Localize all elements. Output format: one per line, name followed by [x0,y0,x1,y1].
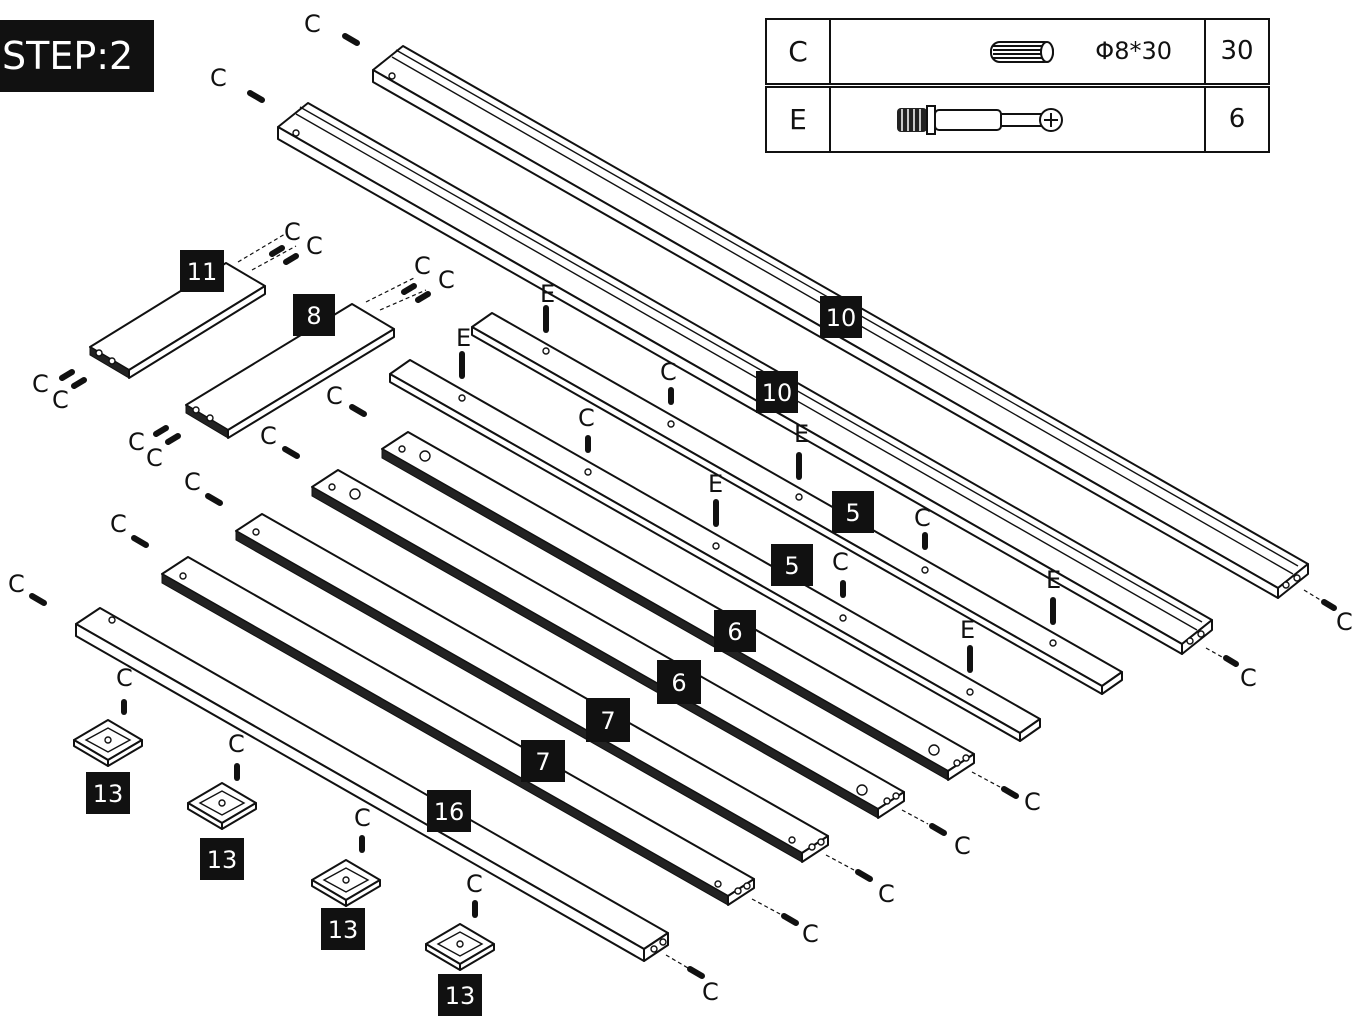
slat-part-7-upper [235,513,873,882]
dowel-c [29,387,929,622]
part-number-label: 13 [93,780,124,808]
dowel-callout-label: C [32,370,49,398]
cam-bolt-e [458,305,1057,696]
dowel-callout-label: C [110,510,127,538]
rail-part-10-lower [277,102,1239,667]
part-number-tag: 6 [714,610,756,652]
part-number-tag: 13 [86,772,130,814]
hardware-row-e: E 6 [765,86,1270,153]
part-number-tag: 16 [427,790,471,832]
bolt-callout-label: E [794,420,809,448]
part-number-label: 5 [845,499,860,527]
dowel-c [247,33,360,103]
part-number-tag: 6 [657,660,701,704]
end-panel-part-8 [153,277,431,445]
foot-part-13 [73,699,143,767]
dowel-callout-label: C [306,232,323,260]
dowel-callout-label: C [702,978,719,1006]
part-tags: 10 10 11 8 5 5 6 6 7 7 16 13 13 13 13 [86,250,874,1016]
part-number-label: 8 [306,302,321,330]
hardware-table: C Φ8*30 30 E [765,18,1270,153]
part-number-label: 13 [207,846,238,874]
dowel-callout-label: C [914,504,931,532]
dowel-callout-label: C [128,428,145,456]
foot-part-13 [187,763,257,830]
step-title: STEP:2 [0,20,154,92]
slat-part-6-upper [381,431,1019,799]
bolt-callout-label: E [708,470,723,498]
part-number-label: 11 [187,258,218,286]
part-number-tag: 13 [438,974,482,1016]
dowel-callout-label: C [146,444,163,472]
part-number-tag: 10 [756,371,798,413]
slat-part-7-lower [161,556,799,926]
dowel-callout-label: C [954,832,971,860]
dowel-callout-label: C [578,404,595,432]
dowel-callout-label: C [8,570,25,598]
foot-part-13 [311,835,381,907]
cam-bolt-icon [831,88,1206,151]
dowel-callout-label: C [210,64,227,92]
part-number-tag: 8 [293,294,335,336]
dowel-callout-label: C [354,804,371,832]
dowel-callout-label: C [284,218,301,246]
dowel-callout-label: C [116,664,133,692]
part-number-label: 6 [727,618,742,646]
part-number-tag: 5 [832,491,874,533]
dowel-callout-label: C [414,252,431,280]
beam-part-16 [75,607,705,979]
part-number-tag: 11 [180,250,224,292]
dowel-callout-label: C [802,920,819,948]
wooden-dowel-icon [831,20,1206,83]
dowel-callout-label: C [304,10,321,38]
dowel-callout-label: C [832,548,849,576]
dowel-callout-label: C [326,382,343,410]
dowel-callout-label: C [1024,788,1041,816]
part-number-label: 5 [784,552,799,580]
dowel-callout-label: C [52,386,69,414]
hardware-spec: Φ8*30 [1095,37,1172,65]
part-number-tag: 7 [521,740,565,782]
part-number-tag: 7 [586,698,630,742]
dowel-callout-label: C [1240,664,1257,692]
part-number-label: 16 [434,798,465,826]
hardware-row-c: C Φ8*30 30 [765,18,1270,85]
dowel-callout-label: C [878,880,895,908]
foot-part-13 [425,900,495,971]
part-number-label: 7 [535,748,550,776]
part-number-label: 6 [671,669,686,697]
bolt-callout-label: E [960,616,975,644]
part-number-tag: 13 [321,908,365,950]
dowel-callout-label: C [228,730,245,758]
part-number-tag: 10 [820,296,862,338]
bolt-callout-label: E [540,280,555,308]
hardware-qty: 30 [1204,20,1268,83]
part-number-label: 13 [328,916,359,944]
part-number-label: 10 [762,379,793,407]
dowel-callout-label: C [1336,608,1353,636]
dowel-callout-label: C [438,266,455,294]
hardware-qty: 6 [1204,88,1268,151]
hardware-letter: E [767,88,831,151]
bolt-callout-label: E [1046,566,1061,594]
bolt-callout-label: E [456,324,471,352]
dowel-callout-label: C [660,358,677,386]
hardware-letter: C [767,20,831,83]
dowel-callout-label: C [184,468,201,496]
dowel-callout-label: C [260,422,277,450]
part-number-label: 10 [826,304,857,332]
part-number-label: 7 [600,707,615,735]
part-number-tag: 13 [200,838,244,880]
part-number-tag: 5 [771,544,813,586]
part-number-label: 13 [445,982,476,1010]
dowel-callout-label: C [466,870,483,898]
